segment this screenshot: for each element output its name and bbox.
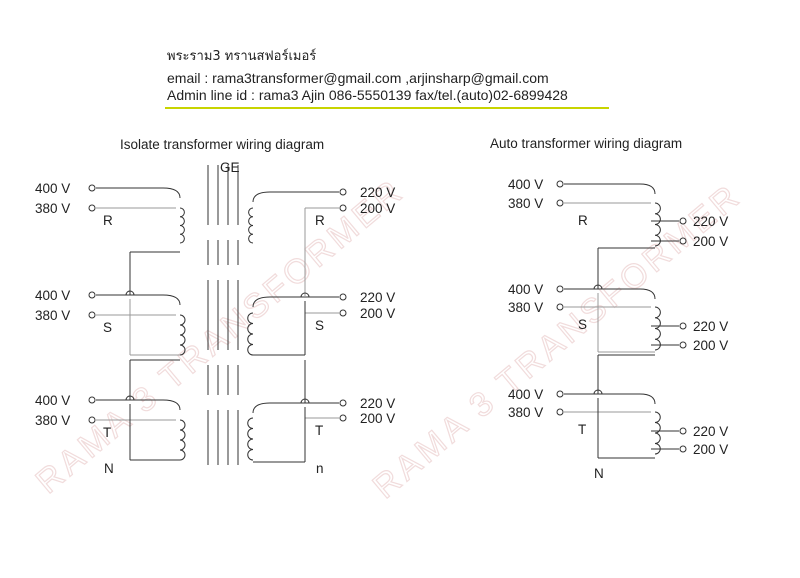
- primary-phase-label: T: [103, 425, 111, 440]
- auto-phase-label: R: [578, 213, 588, 228]
- auto-terminal-in-low: [556, 199, 564, 207]
- auto-bend: [639, 393, 656, 405]
- email-line: email : rama3transformer@gmail.com ,arji…: [167, 70, 549, 86]
- primary-voltage-low: 380 V: [35, 413, 70, 428]
- auto-coil: [654, 202, 661, 247]
- primary-bend: [162, 294, 181, 306]
- auto-voltage-out-low: 200 V: [693, 234, 728, 249]
- auto-voltage-in-low: 380 V: [508, 196, 543, 211]
- primary-terminal-low: [88, 204, 96, 212]
- secondary-terminal-low: [339, 204, 347, 212]
- primary-terminal-high: [88, 184, 96, 192]
- auto-voltage-out-high: 220 V: [693, 319, 728, 334]
- core-label: GE: [220, 160, 240, 175]
- auto-voltage-in-high: 400 V: [508, 282, 543, 297]
- auto-voltage-in-high: 400 V: [508, 387, 543, 402]
- isolate-diagram-title: Isolate transformer wiring diagram: [120, 137, 324, 152]
- auto-terminal-out-low: [679, 237, 687, 245]
- auto-voltage-in-low: 380 V: [508, 300, 543, 315]
- auto-terminal-out-high: [679, 217, 687, 225]
- auto-terminal-out-low: [679, 341, 687, 349]
- primary-voltage-low: 380 V: [35, 308, 70, 323]
- header-underline: [165, 107, 609, 109]
- secondary-voltage-low: 200 V: [360, 306, 395, 321]
- auto-phase-label: T: [578, 422, 586, 437]
- auto-coil: [654, 411, 661, 455]
- auto-diagram-title: Auto transformer wiring diagram: [490, 136, 682, 151]
- primary-coil: [179, 314, 186, 356]
- auto-terminal-in-high: [556, 180, 564, 188]
- secondary-terminal-high: [339, 399, 347, 407]
- secondary-bend: [252, 296, 271, 308]
- secondary-terminal-low: [339, 309, 347, 317]
- primary-voltage-high: 400 V: [35, 181, 70, 196]
- secondary-bend: [252, 402, 271, 414]
- primary-bend: [162, 187, 181, 199]
- auto-terminal-in-low: [556, 303, 564, 311]
- secondary-phase-label: S: [315, 318, 324, 333]
- wire-crossover: [125, 290, 135, 296]
- auto-terminal-out-high: [679, 427, 687, 435]
- admin-contact-line: Admin line id : rama3 Ajin 086-5550139 f…: [167, 87, 568, 103]
- secondary-neutral-label: n: [316, 461, 324, 476]
- auto-terminal-in-low: [556, 408, 564, 416]
- primary-voltage-high: 400 V: [35, 288, 70, 303]
- auto-terminal-in-high: [556, 285, 564, 293]
- secondary-phase-label: T: [315, 423, 323, 438]
- secondary-voltage-high: 220 V: [360, 185, 395, 200]
- watermark-layer: RAMA 3 TRANSFORMER RAMA 3 TRANSFORMER: [28, 171, 749, 507]
- auto-phase-label: S: [578, 317, 587, 332]
- wire-crossover: [593, 284, 603, 290]
- auto-voltage-out-high: 220 V: [693, 424, 728, 439]
- primary-bend: [162, 399, 181, 411]
- watermark-left: RAMA 3 TRANSFORMER: [29, 171, 412, 501]
- primary-coil: [179, 207, 185, 244]
- primary-neutral-label: N: [104, 461, 114, 476]
- wire-crossover: [125, 395, 135, 401]
- primary-terminal-low: [88, 311, 96, 319]
- primary-terminal-low: [88, 416, 96, 424]
- watermark-right: RAMA 3 TRANSFORMER: [366, 176, 749, 506]
- primary-terminal-high: [88, 291, 96, 299]
- auto-terminal-out-low: [679, 445, 687, 453]
- auto-neutral-label: N: [594, 466, 604, 481]
- wire-crossover: [593, 389, 603, 395]
- secondary-terminal-low: [339, 414, 347, 422]
- secondary-coil: [248, 207, 254, 244]
- auto-voltage-out-high: 220 V: [693, 214, 728, 229]
- auto-voltage-in-high: 400 V: [508, 177, 543, 192]
- wire-crossover: [300, 398, 310, 404]
- auto-terminal-out-high: [679, 322, 687, 330]
- secondary-terminal-high: [339, 188, 347, 196]
- auto-voltage-in-low: 380 V: [508, 405, 543, 420]
- auto-bend: [639, 183, 656, 195]
- secondary-bend: [252, 191, 271, 203]
- secondary-terminal-high: [339, 293, 347, 301]
- secondary-voltage-high: 220 V: [360, 290, 395, 305]
- primary-coil: [179, 419, 186, 461]
- auto-voltage-out-low: 200 V: [693, 338, 728, 353]
- primary-voltage-low: 380 V: [35, 201, 70, 216]
- wire-crossover: [300, 292, 310, 298]
- auto-voltage-out-low: 200 V: [693, 442, 728, 457]
- auto-bend: [639, 288, 656, 300]
- primary-phase-label: R: [103, 213, 113, 228]
- secondary-coil: [247, 312, 254, 356]
- primary-phase-label: S: [103, 320, 112, 335]
- secondary-voltage-low: 200 V: [360, 201, 395, 216]
- secondary-coil: [247, 417, 254, 461]
- secondary-phase-label: R: [315, 213, 325, 228]
- auto-terminal-in-high: [556, 390, 564, 398]
- auto-coil: [654, 306, 661, 351]
- company-name: พระราม3 ทรานสฟอร์เมอร์: [167, 49, 317, 64]
- secondary-voltage-high: 220 V: [360, 396, 395, 411]
- secondary-voltage-low: 200 V: [360, 411, 395, 426]
- primary-voltage-high: 400 V: [35, 393, 70, 408]
- primary-terminal-high: [88, 396, 96, 404]
